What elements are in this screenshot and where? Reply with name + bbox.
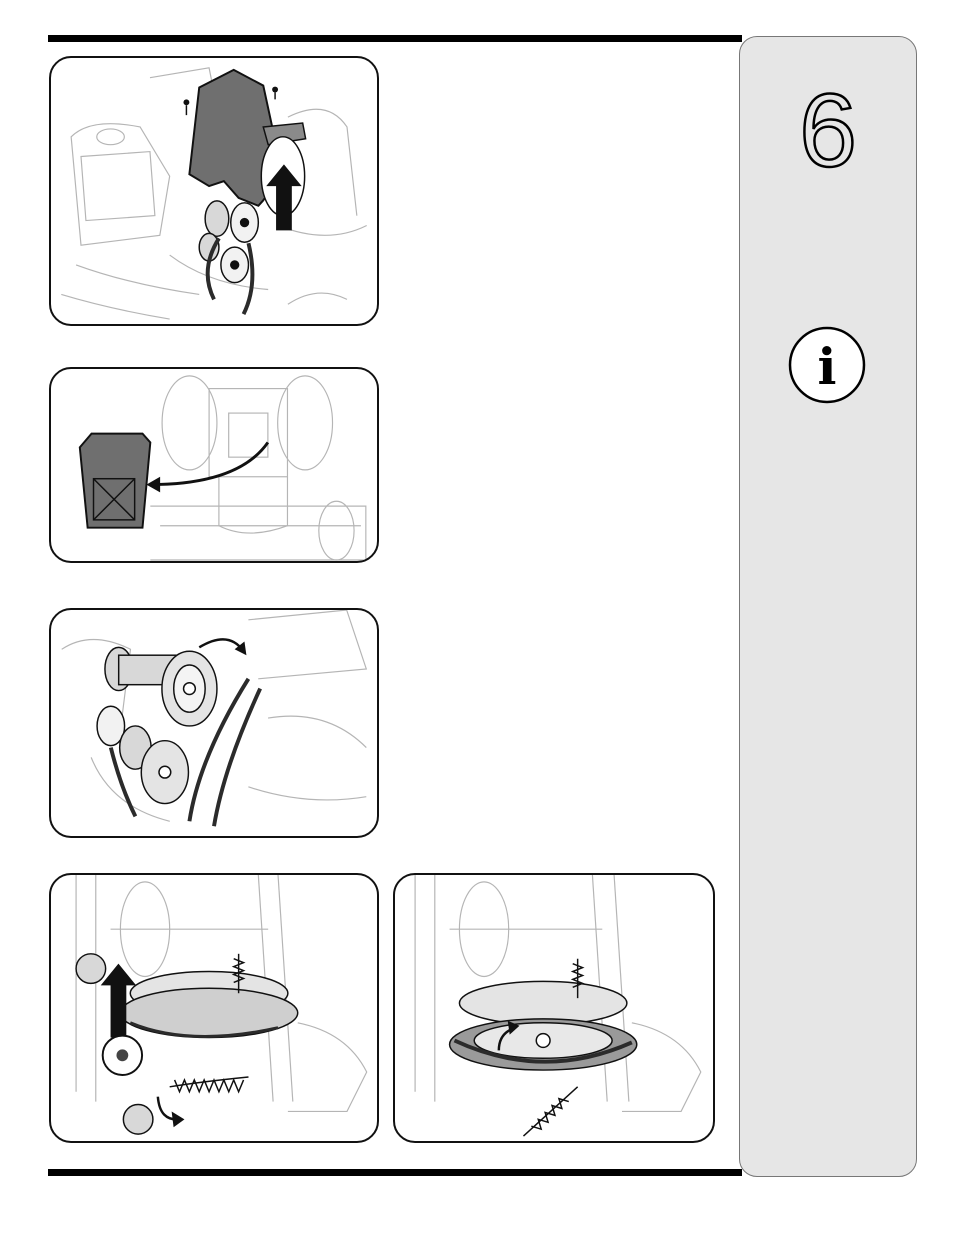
screw-icon [272,87,278,100]
info-icon-letter: i [818,337,837,396]
arrow-head [172,1111,185,1127]
callout-circle [76,954,106,984]
bottom-rule [48,1169,742,1176]
chapter-sidebar: 6 i [739,36,917,1177]
pulley [450,981,637,1070]
arrow-head [146,477,160,493]
chapter-number: 6 [740,79,916,183]
bolt-icon [116,1049,128,1061]
figure-belt-around-pulley [393,873,715,1143]
figure-belt-guard-removal [49,56,379,326]
machine-background-lines [150,376,366,560]
belt-guard [80,434,151,528]
top-rule [48,35,742,42]
callout-circle [123,1105,153,1135]
figure-idler-bracket-spring [49,873,379,1143]
figure-belt-off-pulley [49,608,379,838]
figure-belt-guard-detached [49,367,379,563]
info-icon: i [788,326,866,404]
screw-icon [183,99,189,115]
